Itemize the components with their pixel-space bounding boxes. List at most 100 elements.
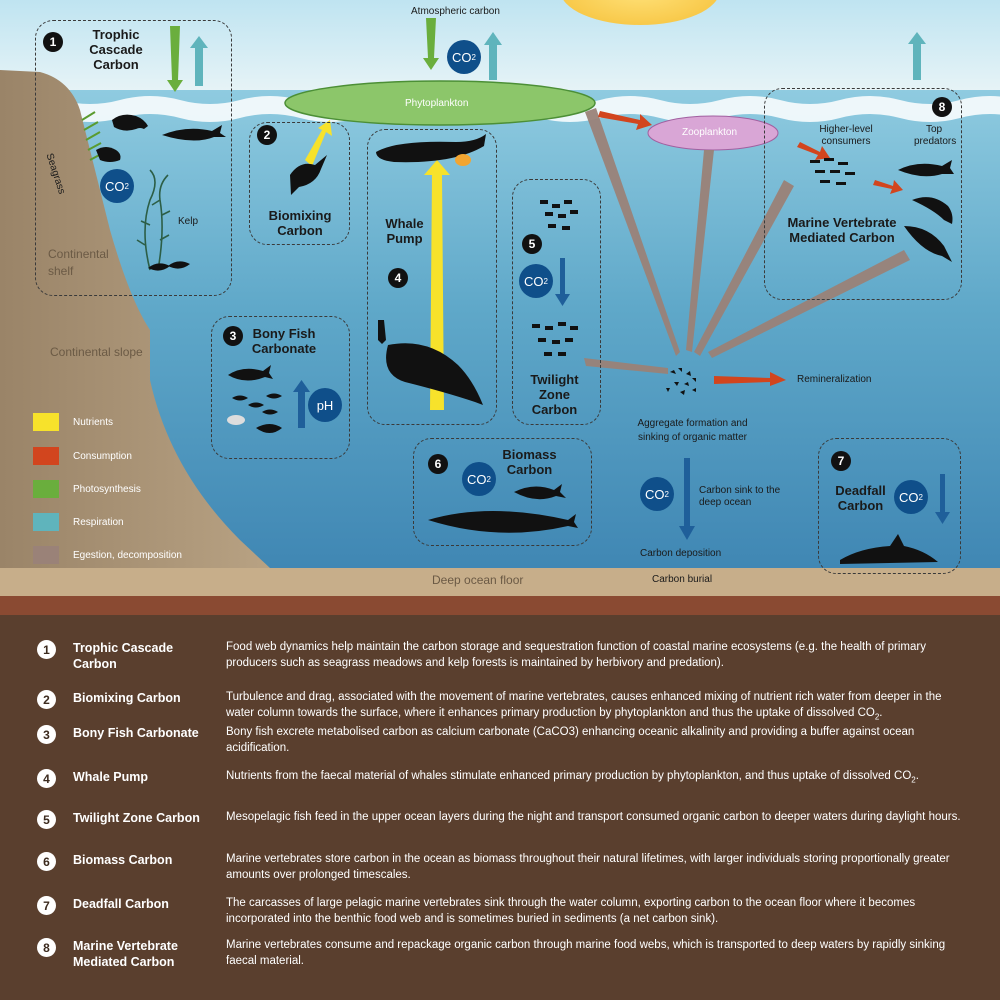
description-text: Bony fish excrete metabolised carbon as … bbox=[226, 726, 915, 754]
consumption-arrows bbox=[598, 111, 903, 386]
label-zooplankton: Zooplankton bbox=[682, 127, 738, 138]
box-bony-fish bbox=[211, 316, 350, 459]
carbon-flow-arrows bbox=[293, 258, 950, 540]
description-name: Biomass Carbon bbox=[73, 853, 173, 867]
dugong bbox=[96, 147, 121, 162]
whale-biomass bbox=[428, 511, 578, 533]
description-number: 5 bbox=[37, 810, 56, 829]
sea-turtle bbox=[112, 114, 148, 131]
sperm-whale-bottom bbox=[386, 343, 483, 405]
whale-pump-nutrient-arrow bbox=[424, 160, 450, 410]
label-continental-slope: Continental slope bbox=[50, 345, 143, 359]
description-text: The carcasses of large pelagic marine ve… bbox=[226, 897, 916, 925]
label-top-predators: Top predators bbox=[914, 124, 957, 147]
legend-label: Photosynthesis bbox=[73, 483, 141, 495]
label-kelp: Kelp bbox=[178, 216, 199, 227]
legend-item: Respiration bbox=[33, 513, 124, 531]
shark-large bbox=[904, 226, 952, 262]
box-biomass bbox=[413, 438, 592, 546]
legend-swatch bbox=[33, 447, 59, 465]
kelp bbox=[136, 169, 171, 271]
description-name: Bony Fish Carbonate bbox=[73, 726, 199, 740]
description-number: 1 bbox=[37, 640, 56, 659]
description-number: 4 bbox=[37, 769, 56, 788]
carbonate-pellet bbox=[227, 415, 245, 425]
label-carbon-burial: Carbon burial bbox=[652, 574, 713, 585]
fish-school-8 bbox=[810, 158, 855, 185]
legend-label: Nutrients bbox=[73, 416, 114, 428]
ph-badge: pH bbox=[308, 388, 342, 422]
legend-label: Egestion, decomposition bbox=[73, 549, 182, 561]
label-remineralization: Remineralization bbox=[797, 374, 872, 385]
description-text: Marine vertebrates consume and repackage… bbox=[226, 939, 946, 967]
description-name: Twilight Zone Carbon bbox=[73, 811, 200, 825]
box-twilight-zone bbox=[512, 179, 601, 425]
tuna-1 bbox=[228, 365, 273, 381]
marker-6: 6 bbox=[428, 454, 448, 474]
legend-swatch bbox=[33, 413, 59, 431]
description-text: Marine vertebrates store carbon in the o… bbox=[226, 853, 950, 881]
whale-carcass bbox=[840, 534, 938, 564]
description-name: Biomixing Carbon bbox=[73, 691, 181, 705]
aggregate-particles bbox=[666, 368, 696, 395]
mesopelagic-school-top bbox=[540, 200, 578, 230]
label-atmospheric-carbon: Atmospheric carbon bbox=[411, 6, 500, 17]
title-bony-fish: Bony Fish Carbonate bbox=[251, 326, 317, 356]
label-carbon-sink: Carbon sink to the deep ocean bbox=[699, 485, 781, 508]
marker-7: 7 bbox=[831, 451, 851, 471]
description-name: Trophic Cascade Carbon bbox=[73, 641, 174, 671]
box-trophic-cascade bbox=[35, 20, 232, 296]
description-text: Food web dynamics help maintain the carb… bbox=[226, 641, 926, 669]
ocean-carbon-diagram: 1 2 3 4 5 6 7 8 Trophic Cascade Carbon B… bbox=[0, 0, 1000, 615]
legend-swatch bbox=[33, 480, 59, 498]
description-number: 2 bbox=[37, 690, 56, 709]
marlin bbox=[290, 155, 327, 195]
biomixing-nutrient-arrow bbox=[305, 120, 332, 166]
dolphin bbox=[912, 197, 953, 224]
box-marine-vertebrate bbox=[764, 88, 962, 300]
legend-label: Consumption bbox=[73, 450, 132, 462]
squid bbox=[378, 320, 386, 344]
legend-swatch bbox=[33, 513, 59, 531]
description-number: 3 bbox=[37, 725, 56, 744]
description-number: 7 bbox=[37, 896, 56, 915]
marker-4: 4 bbox=[388, 268, 408, 288]
label-aggregate: Aggregate formation and sinking of organ… bbox=[637, 418, 748, 443]
label-higher-consumers: Higher-level consumers bbox=[819, 124, 873, 147]
box-deadfall bbox=[818, 438, 961, 574]
box-whale-pump bbox=[367, 129, 497, 425]
flatfish bbox=[256, 424, 282, 433]
description-name: Marine Vertebrate Mediated Carbon bbox=[73, 939, 178, 969]
legend-item: Nutrients bbox=[33, 413, 113, 431]
title-deadfall: Deadfall Carbon bbox=[835, 483, 886, 513]
sun bbox=[563, 0, 717, 25]
description-name: Deadfall Carbon bbox=[73, 897, 169, 911]
shark-1 bbox=[162, 125, 226, 141]
description-text: Turbulence and drag, associated with the… bbox=[226, 691, 942, 721]
legend-item: Egestion, decomposition bbox=[33, 546, 182, 564]
legend-item: Photosynthesis bbox=[33, 480, 141, 498]
tuna-biomass bbox=[514, 484, 566, 500]
label-phytoplankton: Phytoplankton bbox=[405, 98, 469, 109]
title-biomixing: Biomixing Carbon bbox=[268, 208, 332, 238]
description-number: 6 bbox=[37, 852, 56, 871]
title-trophic-cascade: Trophic Cascade Carbon bbox=[89, 27, 143, 72]
legend-item: Consumption bbox=[33, 447, 132, 465]
mesopelagic-school-bottom bbox=[532, 322, 578, 356]
box-biomixing bbox=[249, 122, 350, 245]
faecal-plume bbox=[455, 154, 471, 166]
description-text: Mesopelagic fish feed in the upper ocean… bbox=[226, 811, 961, 823]
small-fish-a bbox=[232, 393, 282, 415]
legend-label: Respiration bbox=[73, 516, 124, 528]
atmospheric-arrows bbox=[167, 18, 926, 92]
marker-1: 1 bbox=[43, 32, 63, 52]
title-marine-vertebrate: Marine Vertebrate Mediated Carbon bbox=[787, 215, 897, 245]
marker-8: 8 bbox=[932, 97, 952, 117]
label-carbon-deposition: Carbon deposition bbox=[640, 548, 722, 559]
